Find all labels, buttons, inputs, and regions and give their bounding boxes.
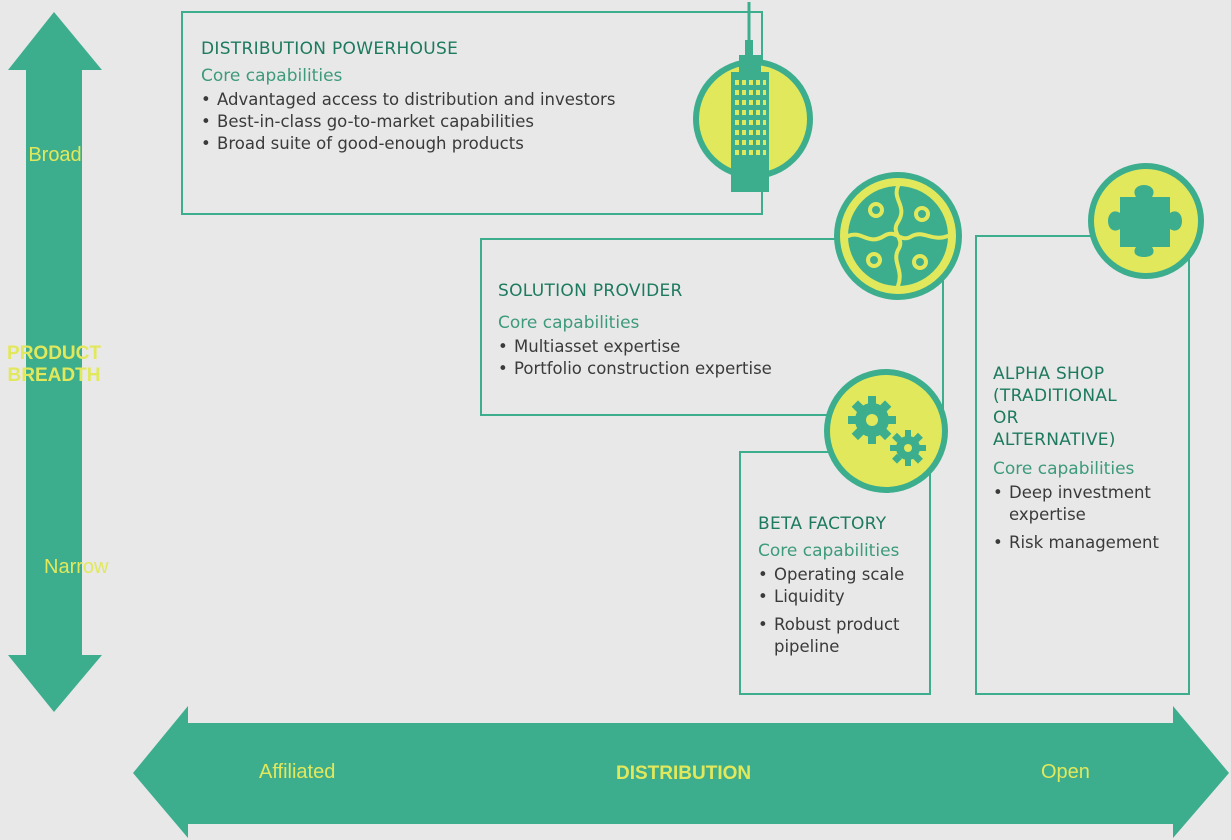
box-subtitle: Core capabilities (201, 66, 343, 86)
horizontal-axis-arrow (133, 706, 1229, 838)
capabilities-list: Advantaged access to distribution and in… (201, 89, 761, 155)
box-title: DISTRIBUTION POWERHOUSE (201, 39, 459, 59)
broad-label: Broad (28, 144, 82, 166)
capabilities-list: Deep investment expertise Risk managemen… (993, 482, 1182, 554)
list-item: Robust product pipeline (758, 614, 923, 658)
puzzle-icon (834, 172, 962, 300)
beta-factory-box: BETA FACTORY Core capabilities Operating… (739, 451, 931, 695)
box-subtitle: Core capabilities (758, 541, 900, 561)
box-title: ALPHA SHOP (TRADITIONAL OR ALTERNATIVE) (993, 364, 1118, 450)
list-item: Portfolio construction expertise (498, 358, 942, 380)
narrow-label: Narrow (44, 556, 109, 578)
distribution-axis-label: DISTRIBUTION (616, 763, 752, 784)
distribution-powerhouse-box: DISTRIBUTION POWERHOUSE Core capabilitie… (181, 11, 763, 215)
list-item: Operating scale (758, 564, 923, 586)
capabilities-list: Multiasset expertise Portfolio construct… (498, 336, 942, 380)
open-label: Open (1041, 761, 1090, 783)
list-item: Broad suite of good-enough products (201, 133, 761, 155)
gears-icon (824, 369, 948, 493)
list-item: Risk management (993, 532, 1182, 554)
list-item: Liquidity (758, 586, 923, 608)
box-title: BETA FACTORY (758, 514, 887, 534)
box-subtitle: Core capabilities (498, 313, 640, 333)
list-item: Best-in-class go-to-market capabilities (201, 111, 761, 133)
capabilities-list: Operating scale Liquidity Robust product… (758, 564, 923, 658)
box-subtitle: Core capabilities (993, 459, 1135, 479)
list-item: Advantaged access to distribution and in… (201, 89, 761, 111)
skyscraper-icon (693, 2, 813, 192)
box-title: SOLUTION PROVIDER (498, 281, 683, 301)
vertical-axis-arrow (8, 12, 102, 712)
alpha-shop-box: ALPHA SHOP (TRADITIONAL OR ALTERNATIVE) … (975, 235, 1190, 695)
product-breadth-label: PRODUCT BREADTH (7, 343, 101, 386)
solution-provider-box: SOLUTION PROVIDER Core capabilities Mult… (480, 238, 944, 416)
list-item: Deep investment expertise (993, 482, 1182, 526)
puzzle-piece-icon (1088, 163, 1204, 279)
list-item: Multiasset expertise (498, 336, 942, 358)
affiliated-label: Affiliated (259, 761, 336, 783)
